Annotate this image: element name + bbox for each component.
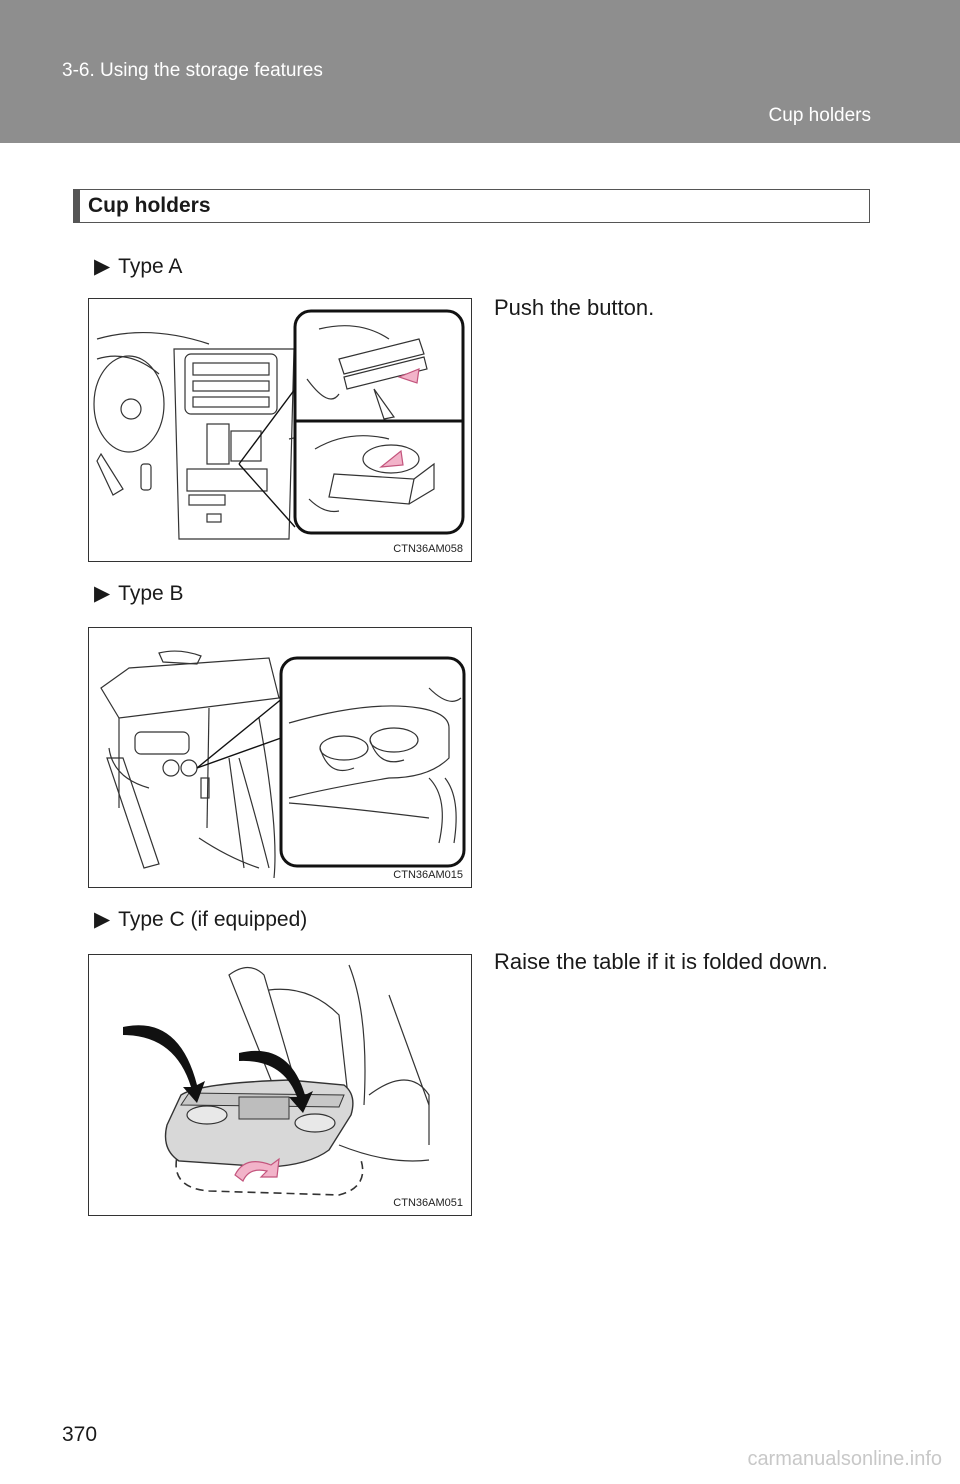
type-c-label: ▶ Type C (if equipped) xyxy=(94,907,307,932)
figure-code: CTN36AM015 xyxy=(393,869,463,881)
type-a-text: Type A xyxy=(118,255,183,278)
triangle-arrow-icon: ▶ xyxy=(94,255,111,278)
page-number: 370 xyxy=(62,1423,98,1446)
rear-cup-holder-illustration xyxy=(100,650,466,879)
heading-accent-bar xyxy=(74,190,80,222)
page-header: 3-6. Using the storage features Cup hold… xyxy=(0,0,960,143)
chapter-breadcrumb: 3-6. Using the storage features xyxy=(62,60,323,81)
dashboard-cup-holder-illustration xyxy=(93,309,465,540)
fold-table-cup-holder-illustration xyxy=(123,964,430,1196)
figure-code: CTN36AM058 xyxy=(393,543,463,555)
type-c-instruction: Raise the table if it is folded down. xyxy=(494,949,828,974)
section-subtitle: Cup holders xyxy=(768,105,871,126)
type-a-label: ▶ Type A xyxy=(94,254,182,279)
type-a-instruction: Push the button. xyxy=(494,295,655,320)
watermark-text: carmanualsonline.info xyxy=(747,1448,942,1470)
figure-type-c: CTN36AM051 xyxy=(88,954,472,1216)
section-heading: Cup holders xyxy=(88,194,211,217)
section-heading-box: Cup holders xyxy=(73,189,870,223)
triangle-arrow-icon: ▶ xyxy=(94,908,111,931)
type-b-label: ▶ Type B xyxy=(94,581,184,606)
figure-type-a: CTN36AM058 xyxy=(88,298,472,562)
figure-code: CTN36AM051 xyxy=(393,1197,463,1209)
triangle-arrow-icon: ▶ xyxy=(94,582,111,605)
type-c-text: Type C (if equipped) xyxy=(118,908,308,931)
figure-type-b: CTN36AM015 xyxy=(88,627,472,888)
type-b-text: Type B xyxy=(118,582,184,605)
